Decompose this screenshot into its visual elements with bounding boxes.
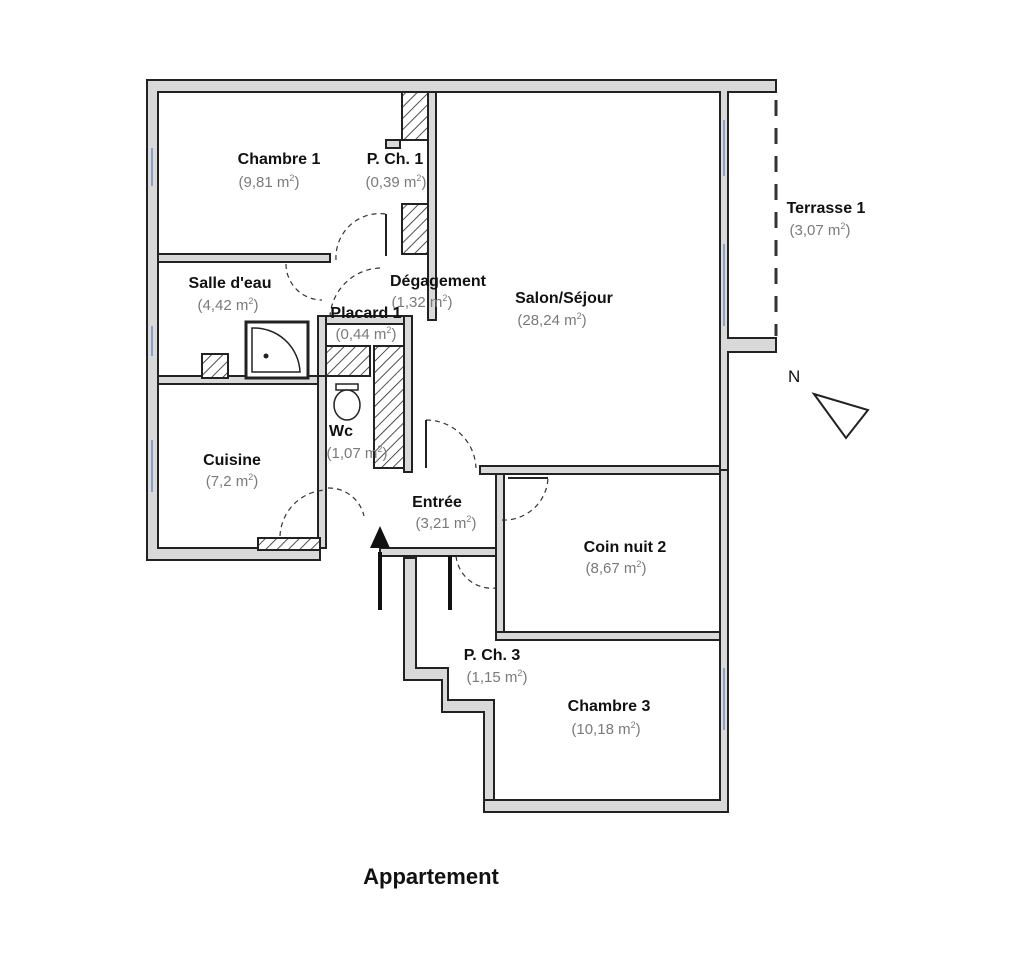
door-cuisine [279,489,327,537]
outer-wall-corridor [403,557,495,801]
room-name: P. Ch. 1 [367,151,424,168]
door-chambre1 [335,212,387,261]
room-label-chambre-1: Chambre 1 (9,81 m2) [238,151,321,191]
wc-bowl-icon [333,389,361,421]
room-area: (28,24 m2) [517,311,586,329]
room-label-salle-deau: Salle d'eau (4,42 m2) [189,275,272,314]
wall-pch1-top [385,139,401,149]
room-name: Salle d'eau [189,275,272,292]
room-name: Coin nuit 2 [584,539,667,556]
room-area: (1,15 m2) [467,668,528,686]
room-name: Placard 1 [330,305,401,322]
room-label-pch-1: P. Ch. 1 (0,39 m2) [366,151,427,191]
cupboard-pch1 [401,203,429,255]
room-name: P. Ch. 3 [464,647,521,664]
outer-wall-right [483,469,729,813]
room-label-wc: Wc (1,07 m2) [327,423,388,462]
entrance-arrow-icon [370,526,390,548]
salle-duct [201,353,229,379]
room-name: Terrasse 1 [787,200,866,217]
door-wc [327,487,365,517]
door-salle [285,263,323,301]
room-name: Entrée [412,494,462,511]
room-name: Chambre 1 [238,151,321,168]
wall-chambre1-bottom [157,253,331,263]
compass-arrow-icon [811,392,870,440]
wall-wc-right [403,315,413,473]
room-area: (3,07 m2) [790,221,851,239]
room-area: (1,32 m2) [392,293,453,311]
duct-wc [373,345,405,469]
door-coin-nuit [501,477,549,521]
door-pch3 [455,555,497,589]
door-degagement [329,267,381,317]
room-name: Dégagement [390,273,487,290]
room-label-terrasse-1: Terrasse 1 (3,07 m2) [787,200,866,239]
wall-cuisine-right [317,375,327,549]
room-area: (0,39 m2) [366,173,427,191]
room-label-cuisine: Cuisine (7,2 m2) [203,452,261,490]
shower-curve [251,327,301,373]
wall-placard-left [317,315,327,377]
room-area: (9,81 m2) [239,173,300,191]
door-salon [425,419,477,469]
room-name: Chambre 3 [568,698,651,715]
room-area: (1,07 m2) [327,444,388,462]
room-area: (0,44 m2) [336,325,397,343]
shower-tray [244,320,310,380]
cupboard-top [401,91,429,141]
wc-cistern [335,383,359,391]
room-label-chambre-3: Chambre 3 (10,18 m2) [568,698,651,738]
compass-label: N [788,367,800,386]
room-label-placard-1: Placard 1 (0,44 m2) [330,305,401,343]
shower-drain-icon [263,353,269,359]
room-area: (8,67 m2) [586,559,647,577]
room-area: (10,18 m2) [571,720,640,738]
room-label-coin-nuit-2: Coin nuit 2 (8,67 m2) [584,539,667,577]
kitchen-counter [257,537,321,551]
room-name: Salon/Séjour [515,290,613,307]
room-area: (3,21 m2) [416,514,477,532]
room-area: (7,2 m2) [206,472,259,490]
room-area: (4,42 m2) [198,296,259,314]
wall-coin-nuit-left [495,473,505,635]
room-name: Wc [329,423,353,440]
room-label-degagement: Dégagement (1,32 m2) [390,273,487,311]
room-label-entree: Entrée (3,21 m2) [412,494,476,532]
placard-shelves [325,345,371,377]
room-label-pch-3: P. Ch. 3 (1,15 m2) [464,647,528,686]
room-label-salon-sejour: Salon/Séjour (28,24 m2) [515,290,613,329]
wall-coin-nuit-bottom [495,631,721,641]
wall-entree-bottom [379,547,497,557]
plan-title: Appartement [363,864,499,889]
wall-salon-bottom [479,465,721,475]
room-name: Cuisine [203,452,261,469]
